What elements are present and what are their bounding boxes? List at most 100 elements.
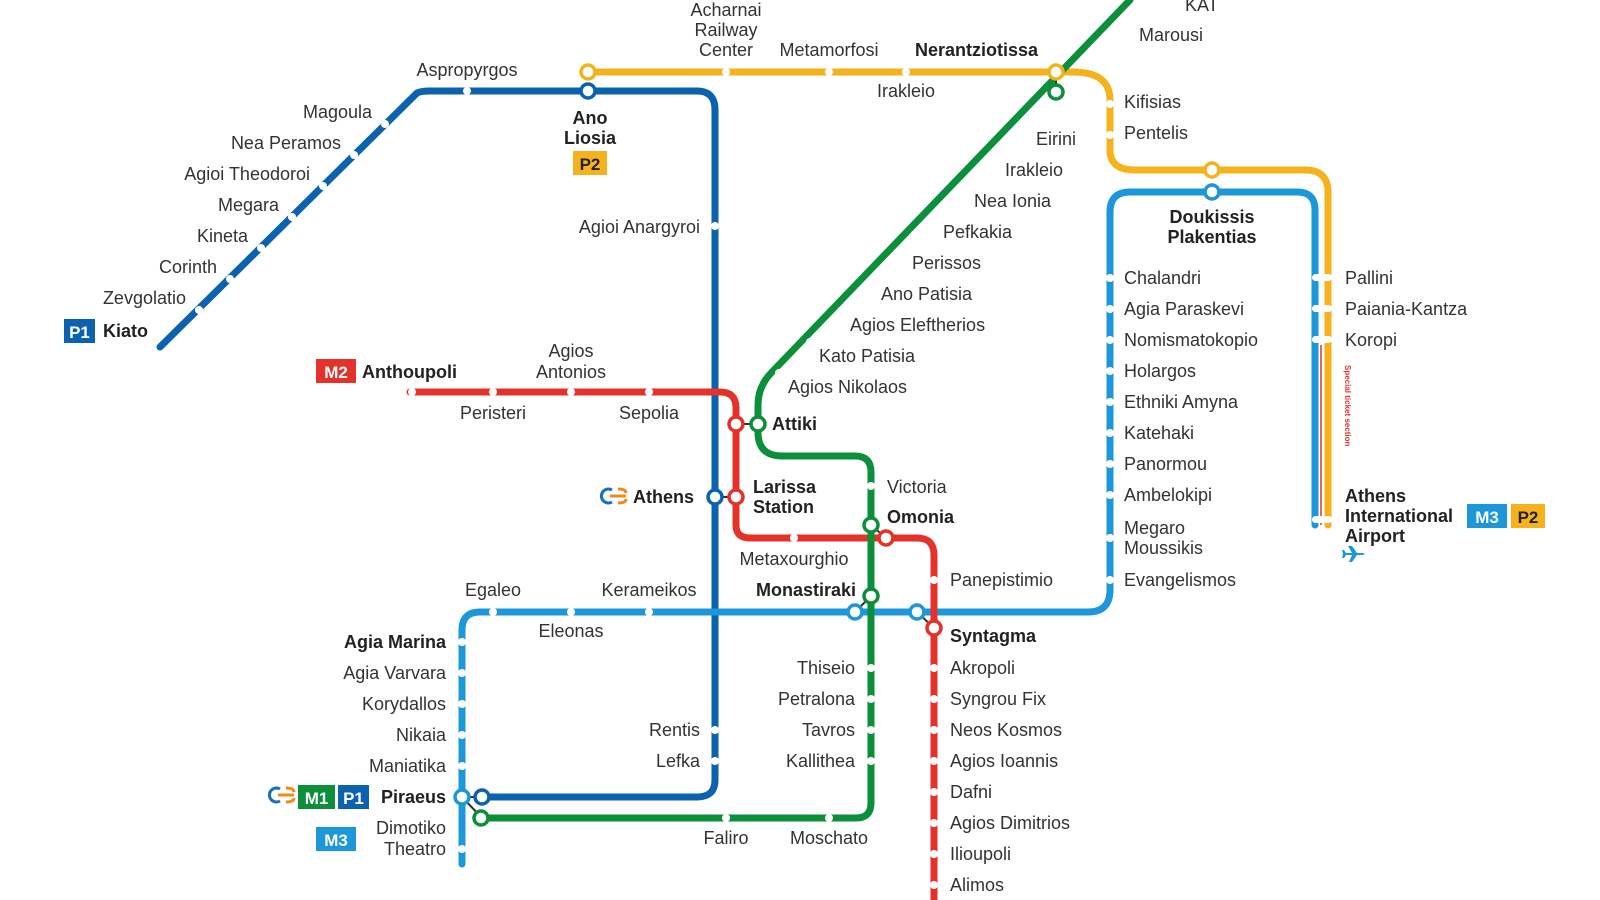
station-tick-irakleio-m1 <box>992 152 1000 160</box>
station-tick-ambelokipi <box>1106 491 1114 499</box>
station-label-airport-2: International <box>1345 506 1453 526</box>
station-labels: KAT Marousi Nerantziotissa Acharnai Rail… <box>103 0 1468 895</box>
station-label-eleonas: Eleonas <box>538 621 603 641</box>
line-badge-p1-kiato <box>64 319 95 343</box>
station-tick-agios-eleftherios <box>837 307 845 315</box>
station-label-petralona: Petralona <box>778 689 856 709</box>
station-tick-holargos <box>1106 367 1114 375</box>
station-tick-victoria <box>867 482 875 490</box>
station-label-anthoupoli: Anthoupoli <box>362 362 457 382</box>
station-tick-panormou <box>1106 460 1114 468</box>
station-label-larissa-2: Station <box>753 497 814 517</box>
station-label-irakleio-p2: Irakleio <box>877 81 935 101</box>
station-label-victoria: Victoria <box>887 477 948 497</box>
station-label-nea-ionia: Nea Ionia <box>974 191 1052 211</box>
station-label-marousi: Marousi <box>1139 25 1203 45</box>
station-tick-agia-varvara <box>458 669 466 677</box>
station-label-evangelismos: Evangelismos <box>1124 570 1236 590</box>
station-tick-korydallos <box>458 700 466 708</box>
station-tick-megara <box>288 213 296 221</box>
hellenic-train-logo <box>267 786 296 804</box>
station-tick-kifisias <box>1106 100 1114 108</box>
station-label-panepistimio: Panepistimio <box>950 570 1053 590</box>
interchange-doukissis-plakentias[interactable] <box>1203 161 1221 201</box>
station-label-koropi: Koropi <box>1345 330 1397 350</box>
line-badge-p1-piraeus <box>338 785 369 809</box>
station-tick-dimotiko-theatro <box>458 845 466 853</box>
station-tick-agioi-anargyroi <box>711 222 719 230</box>
interchange-larissa-station[interactable] <box>706 488 745 506</box>
line-m2-route <box>406 388 938 900</box>
interchange-piraeus[interactable] <box>453 788 491 827</box>
station-label-acharnai-1: Acharnai <box>690 0 761 20</box>
line-badge-m1-piraeus <box>298 785 335 809</box>
station-tick-kallithea <box>867 757 875 765</box>
station-label-lefka: Lefka <box>656 751 701 771</box>
station-tick-agios-dimitrios <box>930 819 938 827</box>
station-tick-pefkakia <box>930 214 938 222</box>
interchange-syntagma[interactable] <box>908 603 943 637</box>
station-label-rentis: Rentis <box>649 720 700 740</box>
station-label-attiki: Attiki <box>772 414 817 434</box>
station-label-doukissis-1: Doukissis <box>1169 207 1254 227</box>
station-label-moschato: Moschato <box>790 828 868 848</box>
line-p2-stations <box>722 68 1332 523</box>
station-label-faliro: Faliro <box>703 828 748 848</box>
station-label-ano-patisia: Ano Patisia <box>881 284 973 304</box>
interchange-omonia[interactable] <box>862 516 895 547</box>
interchange-monastiraki[interactable] <box>846 587 880 621</box>
station-tick-nikaia <box>458 731 466 739</box>
station-label-ano-liosia-2: Liosia <box>564 128 617 148</box>
station-label-acharnai-2: Railway <box>694 20 757 40</box>
line-m1-route <box>477 0 1134 822</box>
station-label-kallithea: Kallithea <box>786 751 856 771</box>
station-label-agioi-theodoroi: Agioi Theodoroi <box>184 164 310 184</box>
station-tick-acharnai <box>722 68 730 76</box>
station-label-agia-varvara: Agia Varvara <box>343 663 447 683</box>
station-tick-perissos <box>899 245 907 253</box>
station-label-dimotiko-2: Theatro <box>384 839 446 859</box>
station-tick-pentelis <box>1106 131 1114 139</box>
interchange-ano-liosia-p2[interactable] <box>579 63 597 81</box>
station-label-nea-peramos: Nea Peramos <box>231 133 341 153</box>
interchange-nerantziotissa[interactable] <box>1047 63 1065 101</box>
station-tick-eirini <box>1023 121 1031 129</box>
station-label-metaxourghio: Metaxourghio <box>739 549 848 569</box>
station-label-kat: KAT <box>1185 0 1219 15</box>
station-tick-panepistimio <box>930 576 938 584</box>
station-tick-zevgolatio <box>195 306 203 314</box>
station-label-acharnai-3: Center <box>699 40 753 60</box>
station-tick-marousi <box>1127 15 1135 23</box>
station-label-kerameikos: Kerameikos <box>601 580 696 600</box>
station-tick-anthoupoli <box>408 388 416 396</box>
station-label-zevgolatio: Zevgolatio <box>103 288 186 308</box>
station-tick-chalandri <box>1106 274 1114 282</box>
line-p2-route <box>584 68 1332 529</box>
station-label-paiania: Paiania-Kantza <box>1345 299 1468 319</box>
station-tick-ano-patisia <box>868 276 876 284</box>
station-label-irakleio-m1: Irakleio <box>1005 160 1063 180</box>
hellenic-train-logo <box>599 487 628 505</box>
line-p1-route <box>156 87 719 801</box>
station-tick-athens-airport <box>1312 516 1332 523</box>
station-label-ano-liosia-1: Ano <box>573 108 608 128</box>
station-label-pallini: Pallini <box>1345 268 1393 288</box>
station-tick-megaro-moussikis <box>1106 534 1114 542</box>
station-tick-koropi <box>1312 336 1332 343</box>
station-tick-peristeri <box>489 388 497 396</box>
station-label-metamorfosi: Metamorfosi <box>779 40 878 60</box>
station-label-nomismatokopio: Nomismatokopio <box>1124 330 1258 350</box>
station-label-syngrou-fix: Syngrou Fix <box>950 689 1046 709</box>
station-tick-akropoli <box>930 664 938 672</box>
station-label-katehaki: Katehaki <box>1124 423 1194 443</box>
interchange-ano-liosia-p1[interactable] <box>579 82 597 100</box>
station-label-dimotiko-1: Dimotiko <box>376 818 446 838</box>
line-m1-stations <box>722 15 1135 822</box>
station-label-peristeri: Peristeri <box>460 403 526 423</box>
interchange-attiki[interactable] <box>727 415 767 433</box>
line-badge-p2-airport-text: P2 <box>1518 508 1539 527</box>
station-label-maniatika: Maniatika <box>369 756 447 776</box>
station-tick-corinth <box>226 275 234 283</box>
station-tick-agia-paraskevi <box>1106 305 1114 313</box>
